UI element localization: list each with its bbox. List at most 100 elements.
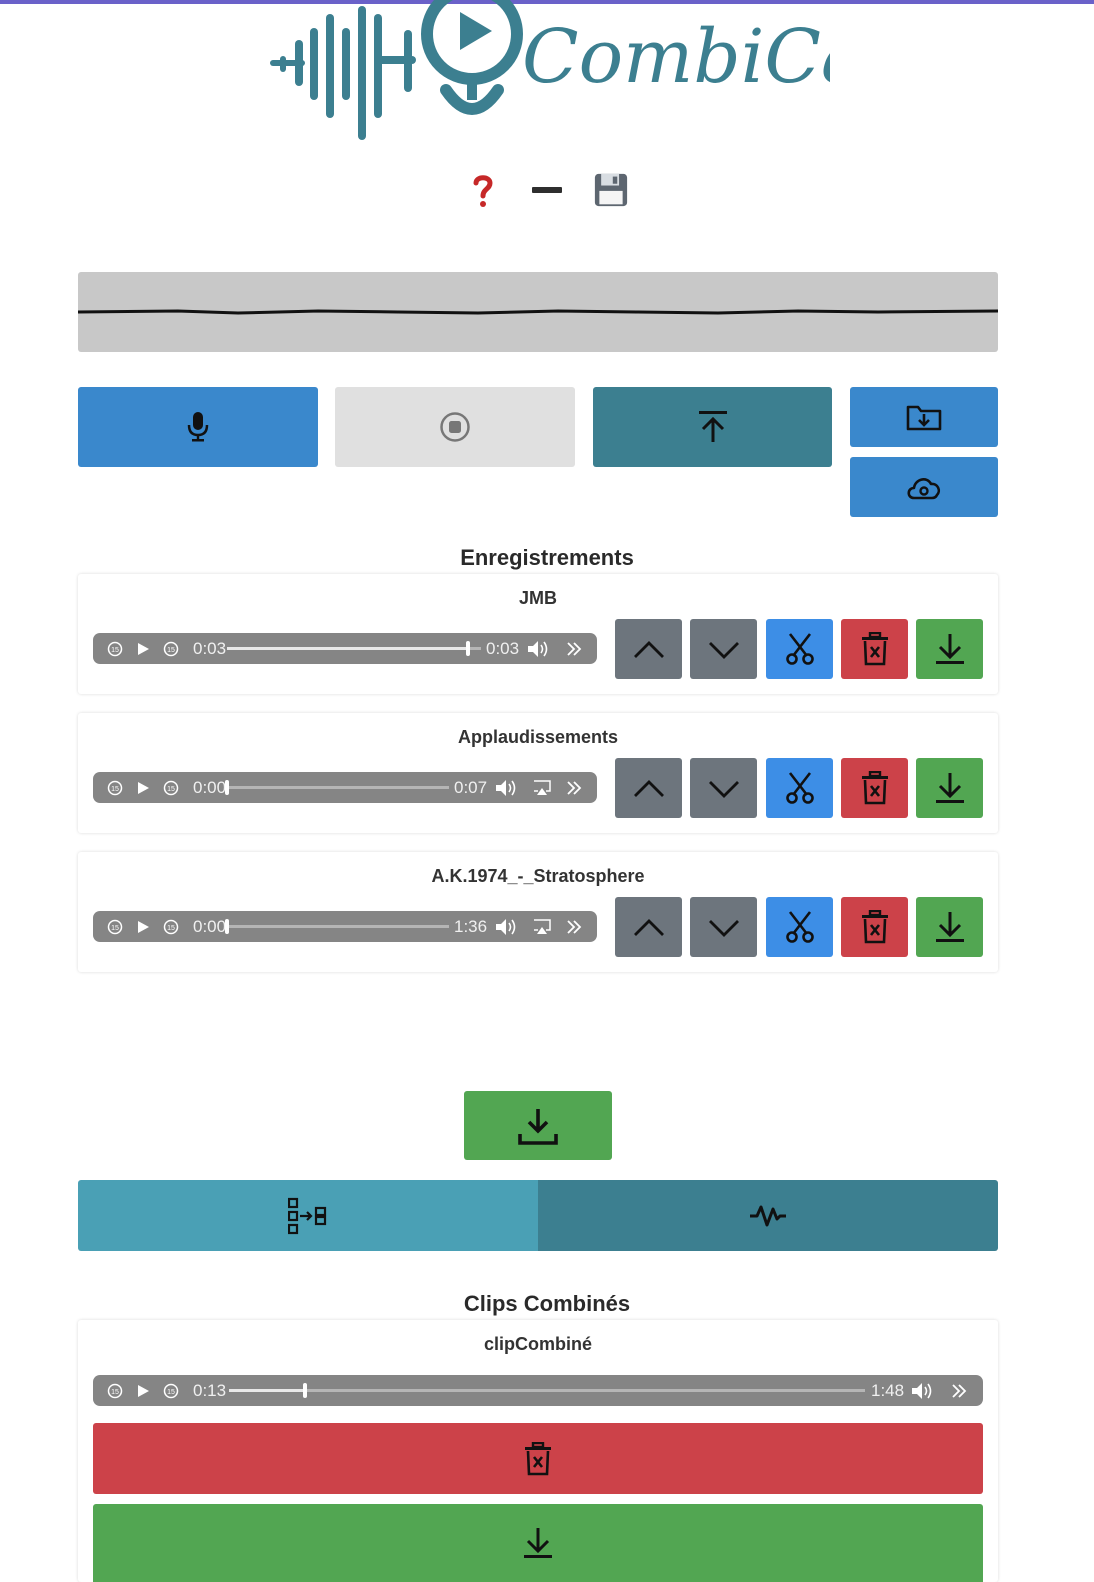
move-up-button[interactable]	[615, 758, 682, 818]
download-icon	[935, 634, 964, 664]
load-folder-button[interactable]	[850, 387, 998, 447]
current-time: 0:13	[193, 1381, 227, 1400]
clip-download-button[interactable]	[93, 1504, 983, 1582]
play-icon[interactable]	[136, 1384, 150, 1398]
download-button[interactable]	[916, 897, 983, 957]
volume-icon[interactable]	[911, 1382, 935, 1400]
skip-forward-icon[interactable]: 15	[163, 780, 179, 796]
move-up-button[interactable]	[615, 619, 682, 679]
combine-icon	[288, 1197, 327, 1234]
duration: 1:48	[871, 1381, 905, 1400]
recording-card: A.K.1974_-_Stratosphere 15 15 0:00 1:36	[78, 852, 998, 972]
duration: 1:36	[454, 917, 488, 936]
scissors-icon	[785, 633, 814, 665]
audio-player[interactable]: 15 15 0:00 0:07	[93, 772, 597, 803]
delete-button[interactable]	[841, 758, 908, 818]
chevron-up-icon	[633, 780, 664, 797]
cut-button[interactable]	[766, 897, 833, 957]
download-combined-button[interactable]	[464, 1091, 612, 1160]
svg-text:15: 15	[167, 786, 175, 793]
download-icon	[935, 912, 964, 942]
play-icon[interactable]	[136, 781, 150, 795]
airplay-icon[interactable]	[533, 919, 551, 935]
tab-effects[interactable]	[538, 1180, 998, 1251]
download-icon	[935, 773, 964, 803]
audio-player[interactable]: 15 15 0:00 1:36	[93, 911, 597, 942]
play-icon[interactable]	[136, 642, 150, 656]
recording-card: Applaudissements 15 15 0:00 0:07	[78, 713, 998, 833]
more-options-icon[interactable]	[566, 920, 582, 934]
question-mark-icon[interactable]	[466, 168, 500, 212]
minus-icon[interactable]	[530, 168, 564, 212]
move-down-button[interactable]	[690, 758, 757, 818]
play-icon[interactable]	[136, 920, 150, 934]
skip-forward-icon[interactable]: 15	[163, 1383, 179, 1399]
chevron-down-icon	[708, 781, 739, 798]
recording-name: A.K.1974_-_Stratosphere	[431, 866, 645, 886]
svg-text:15: 15	[111, 925, 119, 932]
move-down-button[interactable]	[690, 619, 757, 679]
skip-forward-icon[interactable]: 15	[163, 641, 179, 657]
seek-bar[interactable]	[225, 780, 449, 795]
cloud-icon	[907, 478, 941, 500]
current-time: 0:00	[193, 778, 227, 797]
clip-audio-player[interactable]: 15 15 0:13 1:48	[93, 1375, 983, 1406]
record-button[interactable]	[78, 387, 318, 467]
toolbar	[0, 168, 1094, 212]
delete-button[interactable]	[841, 897, 908, 957]
floppy-disk-icon[interactable]	[594, 168, 628, 212]
chevron-down-icon	[708, 642, 739, 659]
cloud-button[interactable]	[850, 457, 998, 517]
clip-delete-button[interactable]	[93, 1423, 983, 1494]
move-up-button[interactable]	[615, 897, 682, 957]
svg-text:15: 15	[111, 647, 119, 654]
skip-back-icon[interactable]: 15	[107, 780, 123, 796]
move-down-button[interactable]	[690, 897, 757, 957]
upload-icon	[698, 411, 727, 442]
waveform-icon	[750, 1205, 786, 1226]
seek-bar[interactable]	[227, 641, 481, 656]
skip-back-icon[interactable]: 15	[107, 1383, 123, 1399]
volume-icon[interactable]	[495, 779, 519, 797]
download-button[interactable]	[916, 758, 983, 818]
audio-player[interactable]: 15 15 0:03 0:03	[93, 633, 597, 664]
download-icon	[524, 1528, 552, 1558]
seek-bar[interactable]	[225, 919, 449, 934]
more-options-icon[interactable]	[566, 781, 582, 795]
airplay-icon[interactable]	[533, 780, 551, 796]
more-options-icon[interactable]	[951, 1384, 967, 1398]
svg-text:15: 15	[167, 925, 175, 932]
volume-icon[interactable]	[495, 918, 519, 936]
brand-name-text: CombiCast	[522, 14, 830, 100]
microphone-icon	[187, 412, 209, 442]
delete-button[interactable]	[841, 619, 908, 679]
svg-text:15: 15	[167, 1389, 175, 1396]
folder-download-icon	[906, 405, 942, 431]
cut-button[interactable]	[766, 619, 833, 679]
more-options-icon[interactable]	[566, 642, 582, 656]
skip-forward-icon[interactable]: 15	[163, 919, 179, 935]
volume-icon[interactable]	[527, 640, 551, 658]
trash-icon	[861, 771, 888, 805]
combicast-logo: CombiCast	[270, 0, 830, 140]
download-button[interactable]	[916, 619, 983, 679]
upload-button[interactable]	[593, 387, 832, 467]
tray-download-icon	[518, 1108, 558, 1145]
recording-name: Applaudissements	[457, 727, 619, 747]
cut-button[interactable]	[766, 758, 833, 818]
svg-text:15: 15	[167, 647, 175, 654]
recordings-title: Enregistrements	[460, 545, 634, 570]
stop-button[interactable]	[335, 387, 575, 467]
waveform-display[interactable]	[78, 272, 998, 352]
chevron-up-icon	[633, 641, 664, 658]
tab-combine[interactable]	[78, 1180, 538, 1251]
trash-icon	[525, 1441, 551, 1475]
skip-back-icon[interactable]: 15	[107, 919, 123, 935]
seek-bar[interactable]	[229, 1383, 865, 1398]
clip-card: clipCombiné 15 15 0:13 1:48	[78, 1320, 998, 1582]
current-time: 0:03	[193, 639, 227, 658]
clips-title: Clips Combinés	[463, 1291, 631, 1316]
duration: 0:03	[486, 639, 520, 658]
skip-back-icon[interactable]: 15	[107, 641, 123, 657]
duration: 0:07	[454, 778, 488, 797]
